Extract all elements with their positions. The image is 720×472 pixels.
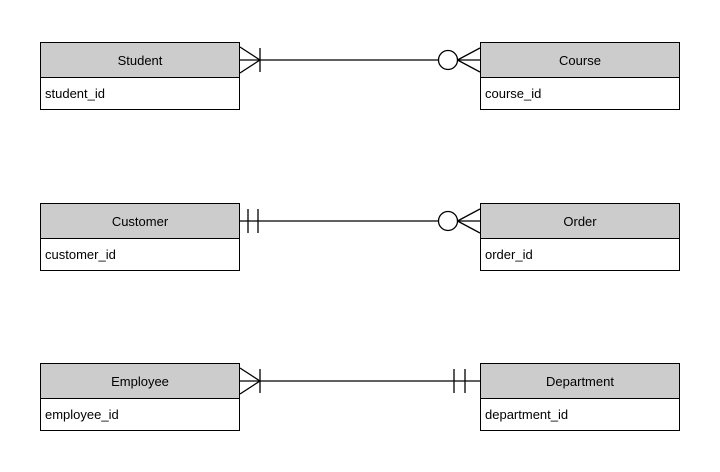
connector-customer-order <box>240 208 480 234</box>
entity-customer: Customer customer_id <box>40 203 240 271</box>
entity-order: Order order_id <box>480 203 680 271</box>
connector-student-course <box>240 46 480 74</box>
entity-attribute: employee_id <box>45 407 119 422</box>
entity-attribute: order_id <box>485 247 533 262</box>
entity-department: Department department_id <box>480 363 680 431</box>
entity-title: Customer <box>41 204 239 239</box>
entity-attribute: customer_id <box>45 247 116 262</box>
entity-course: Course course_id <box>480 42 680 110</box>
entity-title: Employee <box>41 364 239 399</box>
entity-attribute: course_id <box>485 86 542 101</box>
entity-title: Department <box>481 364 679 399</box>
entity-attribute: student_id <box>45 86 105 101</box>
entity-title: Order <box>481 204 679 239</box>
connector-employee-department <box>240 367 480 395</box>
entity-attribute: department_id <box>485 407 569 422</box>
entity-student: Student student_id <box>40 42 240 110</box>
entity-employee: Employee employee_id <box>40 363 240 431</box>
entity-title: Student <box>41 43 239 78</box>
entity-title: Course <box>481 43 679 78</box>
